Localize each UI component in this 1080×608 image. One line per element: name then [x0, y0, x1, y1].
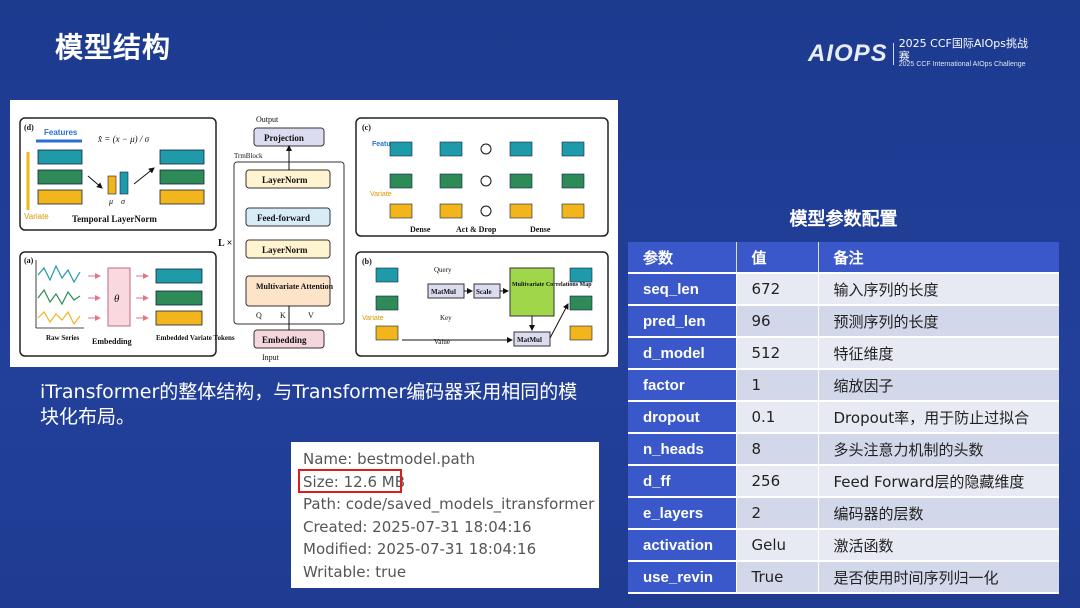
panel-embedding: (a) Raw Series θ Embedding Embedded Vari…	[20, 252, 235, 356]
correlations-map: Multivariate Correlations Map	[512, 282, 592, 288]
file-created: Created: 2025-07-31 18:04:16	[303, 516, 599, 539]
svg-text:TrmBlock: TrmBlock	[234, 152, 263, 160]
header-param: 参数	[628, 242, 736, 273]
panel-d-variate: Variate	[24, 212, 49, 221]
svg-text:(c): (c)	[362, 123, 371, 132]
svg-text:Value: Value	[434, 338, 450, 346]
file-info-box: Name: bestmodel.path Size: 12.6 MB Path:…	[291, 442, 599, 588]
svg-text:V: V	[308, 311, 314, 320]
panel-d-tag: (d)	[24, 123, 34, 132]
svg-text:(b): (b)	[362, 257, 372, 266]
size-highlight-box	[298, 469, 402, 493]
svg-text:Dense: Dense	[530, 225, 551, 234]
file-writable: Writable: true	[303, 561, 599, 584]
panel-d-label: Temporal LayerNorm	[72, 214, 157, 224]
panel-a-theta: θ	[114, 293, 120, 305]
params-table-title: 模型参数配置	[628, 205, 1059, 231]
itransformer-architecture-diagram: (d) Features Variate x̂ = (x − μ) / σ μ …	[10, 100, 618, 367]
file-modified: Modified: 2025-07-31 18:04:16	[303, 538, 599, 561]
panel-a-embedding: Embedding	[92, 337, 132, 346]
svg-text:Scale: Scale	[476, 288, 492, 296]
panel-a-embedded: Embedded Variate Tokens	[156, 334, 235, 342]
svg-text:Dense: Dense	[410, 225, 431, 234]
panel-multivariate-attention: (b) Variate Query Key Value MatMul Scale…	[356, 252, 608, 356]
table-header-row: 参数 值 备注	[628, 242, 1059, 273]
svg-text:MatMul: MatMul	[431, 288, 456, 296]
header-value: 值	[736, 242, 818, 273]
svg-text:Query: Query	[434, 266, 452, 274]
svg-text:Input: Input	[262, 353, 280, 362]
svg-text:Multivariate Attention: Multivariate Attention	[256, 282, 334, 291]
svg-text:Variate: Variate	[370, 191, 392, 198]
svg-text:LayerNorm: LayerNorm	[262, 175, 308, 185]
panel-temporal-layernorm: (d) Features Variate x̂ = (x − μ) / σ μ …	[20, 118, 216, 230]
variate-tokens-right	[160, 150, 204, 204]
header-note: 备注	[818, 242, 1059, 273]
panel-d-formula: x̂ = (x − μ) / σ	[97, 134, 150, 144]
slide-title: 模型结构	[55, 26, 171, 66]
file-path: Path: code/saved_models_itransformer	[303, 493, 599, 516]
svg-text:Act & Drop: Act & Drop	[456, 225, 497, 234]
svg-text:MatMul: MatMul	[517, 336, 542, 344]
logo-chinese-name: 2025 CCF国际AIOps挑战赛	[899, 38, 1039, 63]
logo-english-name: 2025 CCF International AIOps Challenge	[899, 61, 1039, 69]
transformer-block: Output Projection TrmBlock LayerNorm Fee…	[218, 115, 344, 362]
panel-feed-forward: (c) Features Variate Dense Act & Drop De…	[356, 118, 608, 236]
panel-a-tag: (a)	[24, 256, 34, 265]
projection-box: Projection	[264, 133, 304, 143]
file-name: Name: bestmodel.path	[303, 448, 599, 471]
panel-d-features: Features	[44, 128, 78, 137]
diagram-caption: iTransformer的整体结构，与Transformer编码器采用相同的模块…	[40, 380, 580, 430]
svg-text:Key: Key	[440, 314, 452, 322]
svg-text:L ×: L ×	[218, 238, 232, 249]
svg-text:K: K	[280, 311, 286, 320]
svg-text:LayerNorm: LayerNorm	[262, 245, 308, 255]
logo-mark: AIOPS	[808, 40, 888, 68]
aiops-logo: AIOPS 2025 CCF国际AIOps挑战赛 2025 CCF Intern…	[808, 38, 1039, 69]
svg-text:Variate: Variate	[362, 315, 384, 322]
svg-text:μ: μ	[108, 197, 113, 206]
embedding-box: Embedding	[262, 335, 307, 345]
svg-text:Q: Q	[256, 311, 262, 320]
logo-divider	[893, 43, 894, 65]
panel-a-raw-series: Raw Series	[46, 334, 80, 342]
svg-text:Feed-forward: Feed-forward	[257, 213, 310, 223]
variate-tokens-left	[38, 150, 82, 204]
svg-text:Output: Output	[256, 115, 279, 124]
